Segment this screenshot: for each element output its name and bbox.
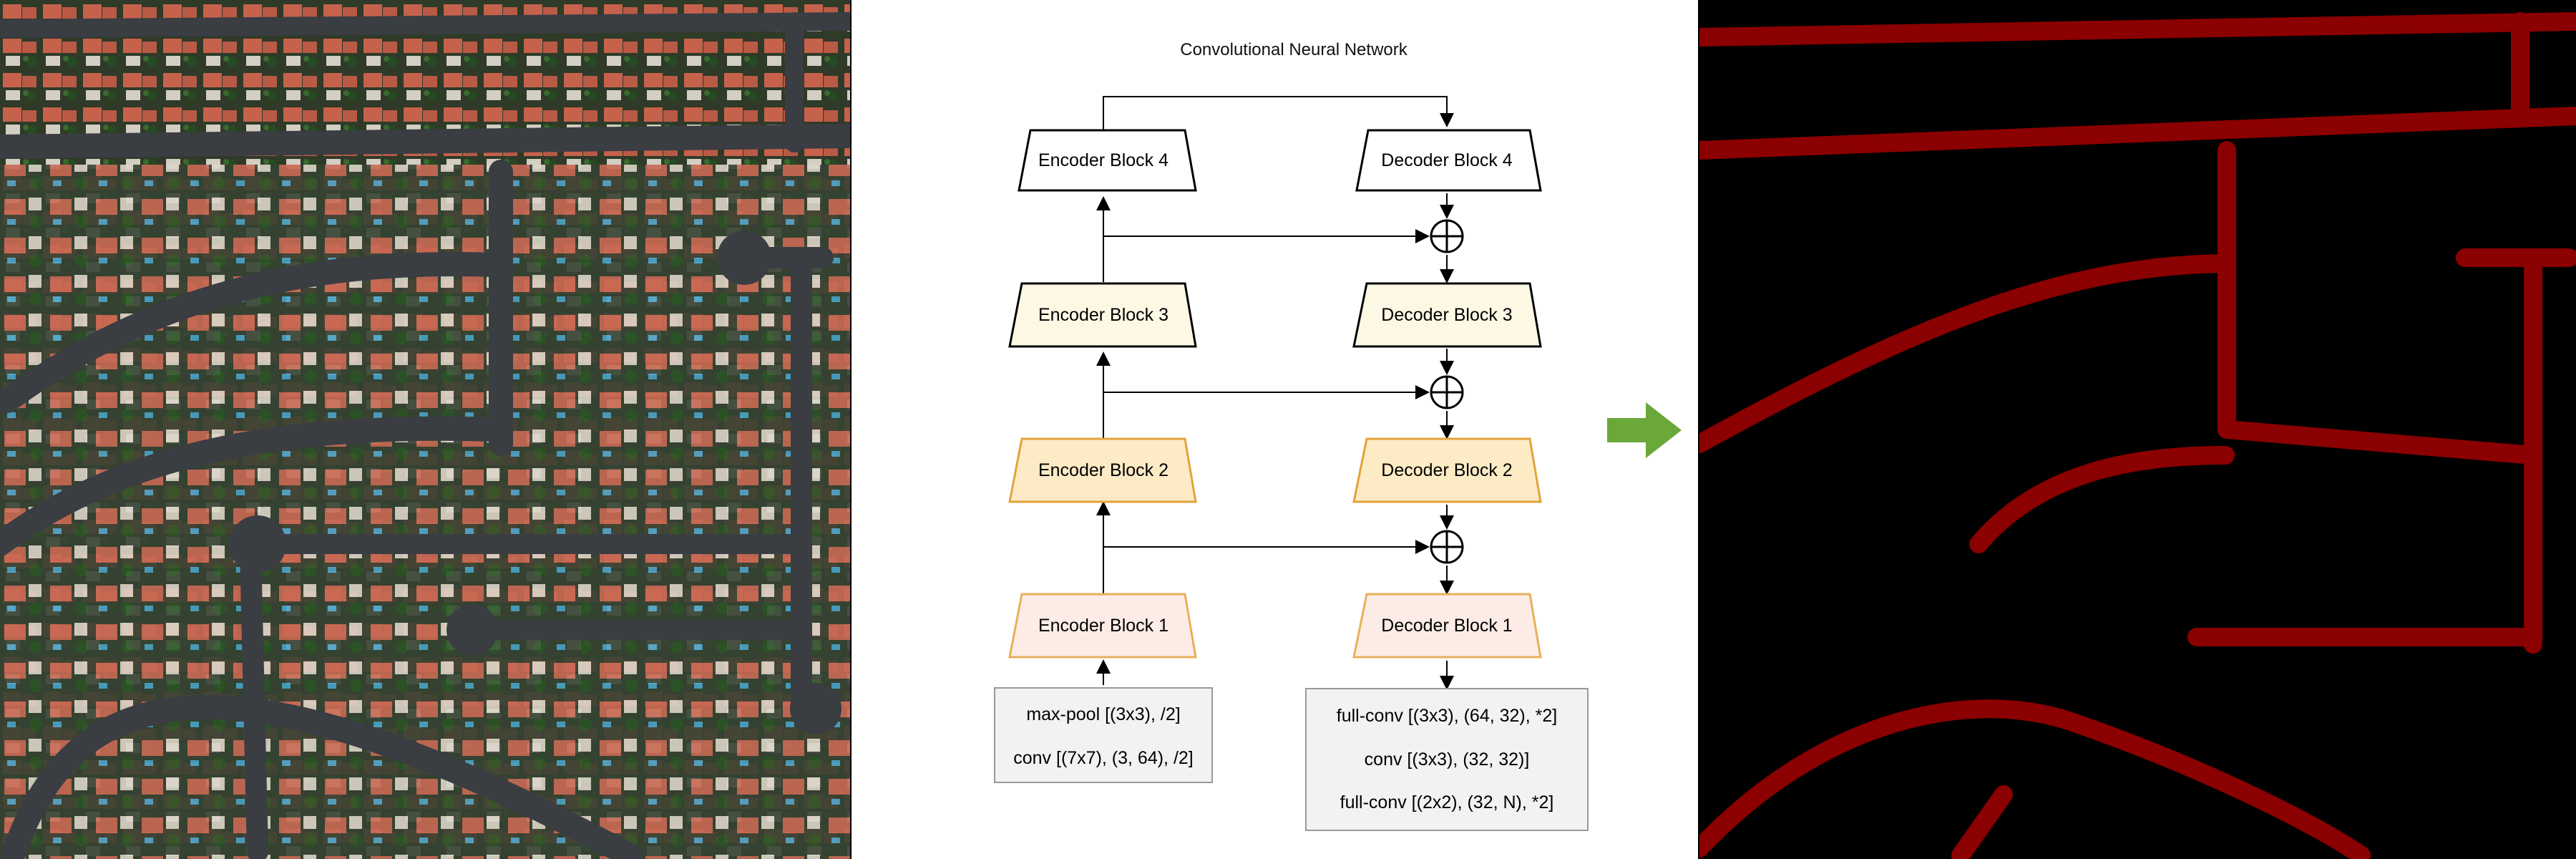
sum-node-2 [1430,375,1464,409]
decoder-block-1-label: Decoder Block 1 [1381,616,1512,636]
road-mask-panel [1699,0,2576,859]
decoder-block-4-label: Decoder Block 4 [1381,150,1513,170]
cnn-diagram: Convolutional Neural Network [994,40,1589,831]
sum-node-3 [1430,219,1464,253]
diagram-connectors [1096,96,1454,690]
output-op-conv: conv [(3x3), (32, 32)] [1365,749,1530,770]
decoder-block-1: Decoder Block 1 [1352,593,1542,659]
output-op-fullconv-2: full-conv [(2x2), (32, N), *2] [1340,792,1554,812]
cnn-diagram-panel: Convolutional Neural Network [852,0,1698,859]
input-op-conv: conv [(7x7), (3, 64), /2] [1013,748,1194,768]
encoder-block-2-label: Encoder Block 2 [1038,460,1169,480]
encoder-block-1: Encoder Block 1 [1008,593,1197,659]
input-ops-box: max-pool [(3x3), /2] conv [(7x7), (3, 64… [994,687,1213,783]
encoder-block-3-label: Encoder Block 3 [1038,305,1169,325]
bridge-arrow [1103,96,1454,130]
output-op-fullconv-1: full-conv [(3x3), (64, 32), *2] [1337,706,1557,726]
diagram-title: Convolutional Neural Network [1180,40,1407,59]
encoder-block-3: Encoder Block 3 [1008,282,1197,348]
arrow-right-icon [1606,401,1684,460]
encoder-block-4: Encoder Block 4 [1018,129,1197,192]
sum-node-1 [1430,530,1464,564]
decoder-block-3: Decoder Block 3 [1352,282,1542,348]
decoder-block-3-label: Decoder Block 3 [1381,305,1512,325]
output-ops-box: full-conv [(3x3), (64, 32), *2] conv [(3… [1305,688,1589,831]
encoder-block-2: Encoder Block 2 [1008,437,1197,503]
encoder-block-4-label: Encoder Block 4 [1038,150,1169,170]
encoder-block-1-label: Encoder Block 1 [1038,616,1169,636]
decoder-block-2: Decoder Block 2 [1352,437,1542,503]
decoder-block-4: Decoder Block 4 [1355,129,1542,192]
satellite-image-panel [0,0,850,859]
decoder-block-2-label: Decoder Block 2 [1381,460,1512,480]
road-mask-image [1699,12,2576,859]
input-op-maxpool: max-pool [(3x3), /2] [1026,704,1180,724]
satellite-image [0,0,850,859]
